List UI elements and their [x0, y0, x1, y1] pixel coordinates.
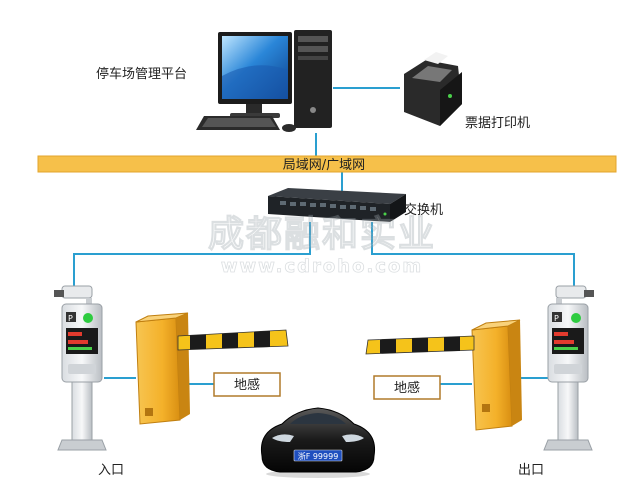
exit-terminal-icon: P	[543, 285, 594, 451]
exit-boom-arm	[365, 335, 475, 355]
license-plate: 浙F 99999	[298, 451, 339, 461]
platform-label: 停车场管理平台	[96, 66, 187, 82]
management-computer-icon	[196, 30, 332, 132]
watermark-text: 成都融和实业	[208, 214, 436, 255]
connection-lines	[73, 87, 575, 385]
printer-label: 票据打印机	[465, 116, 530, 131]
switch-label: 交换机	[404, 202, 443, 218]
ground-loop-right: 地感	[373, 375, 441, 400]
entrance-terminal-icon: P	[54, 285, 107, 451]
ground-loop-left: 地感	[213, 372, 281, 397]
svg-text:P: P	[554, 314, 559, 323]
ground-loop-right-label: 地感	[394, 380, 420, 396]
entrance-barrier-gate-icon	[135, 312, 289, 425]
entrance-boom-arm	[177, 329, 289, 351]
network-bus-bar	[37, 155, 617, 173]
watermark-url: www.cdroho.com	[221, 256, 423, 277]
exit-label: 出口	[518, 463, 544, 478]
network-switch-icon	[268, 188, 406, 222]
link-switch-exit	[371, 222, 575, 290]
printer-icon	[404, 52, 462, 126]
watermark: 成都融和实业 www.cdroho.com	[207, 214, 436, 278]
car-icon: 浙F 99999	[260, 407, 376, 478]
exit-barrier-gate-icon	[365, 319, 522, 431]
link-switch-entrance	[73, 222, 311, 290]
ground-loop-left-label: 地感	[234, 377, 260, 393]
network-label: 局域网/广域网	[283, 158, 365, 173]
network-bus: 局域网/广域网	[37, 155, 617, 173]
entrance-label: 入口	[98, 463, 124, 478]
svg-text:P: P	[68, 314, 73, 323]
